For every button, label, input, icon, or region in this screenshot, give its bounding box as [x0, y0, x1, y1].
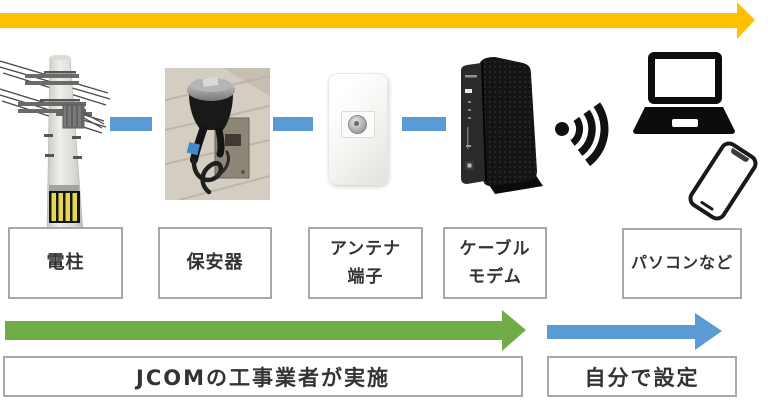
label-box-utility-pole: 電柱: [8, 227, 123, 299]
self-setup-phase-label: 自分で設定: [584, 365, 700, 390]
wifi-signal-icon: [555, 102, 609, 167]
stage-label: パソコンなど: [630, 253, 733, 273]
installer-phase-arrow-shaft: [5, 321, 502, 340]
smartphone-homebar: [699, 200, 715, 212]
utility-pole-image: [0, 55, 111, 232]
stage-label: 保安器: [186, 252, 244, 274]
label-box-devices: パソコンなど: [622, 228, 742, 299]
installer-phase-label: JCOMの工事業者が実施: [136, 365, 390, 390]
blue-link-bar-1: [110, 117, 152, 131]
laptop-icon: [633, 52, 735, 134]
self-setup-phase-arrow-shaft: [547, 325, 695, 339]
installer-phase-label-box: JCOMの工事業者が実施: [3, 356, 523, 397]
cable-modem-image: [461, 57, 543, 194]
installer-phase-arrow-head: [502, 310, 526, 351]
blue-link-bar-2: [273, 117, 313, 131]
antenna-wall-plate-image: [328, 73, 388, 185]
smartphone-notch: [729, 147, 750, 163]
self-setup-phase-label-box: 自分で設定: [547, 356, 737, 397]
label-box-antenna-outlet: アンテナ 端子: [308, 227, 423, 299]
stage-label-line2: モデム: [468, 267, 522, 287]
blue-link-bar-3: [402, 117, 446, 131]
smartphone-icon: [684, 137, 762, 225]
overall-flow-arrow-head: [737, 2, 755, 39]
self-setup-phase-arrow-head: [695, 313, 722, 350]
stage-label-line2: 端子: [347, 267, 384, 287]
label-box-cable-modem: ケーブル モデム: [443, 227, 547, 299]
surge-protector-photo: [165, 68, 270, 200]
stage-label-line1: ケーブル: [459, 238, 531, 259]
coax-connector-pin: [354, 121, 359, 126]
stage-label-line1: アンテナ: [329, 238, 402, 259]
stage-label: 電柱: [46, 252, 85, 274]
label-box-surge-protector: 保安器: [158, 227, 272, 299]
overall-flow-arrow-shaft: [0, 13, 737, 28]
